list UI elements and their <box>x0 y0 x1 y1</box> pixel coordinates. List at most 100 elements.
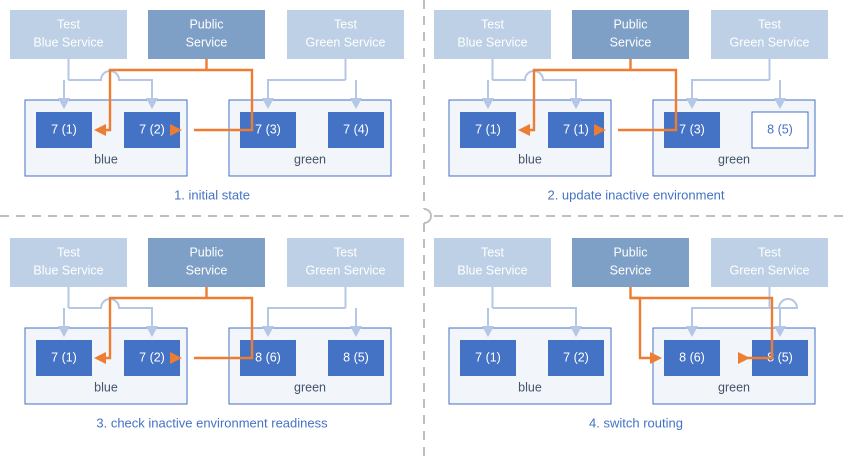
blue-connectors <box>482 287 799 337</box>
public-service-label-line2: Service <box>186 35 228 49</box>
test-blue-service-label-line2: Blue Service <box>457 263 527 277</box>
public-service-label-line1: Public <box>613 245 647 259</box>
test-green-service-box[interactable] <box>711 238 828 287</box>
pod-blue-1-box[interactable] <box>460 112 516 148</box>
arrow-orange <box>94 124 106 136</box>
blue-env-label: blue <box>94 380 118 394</box>
test-green-service-label-line1: Test <box>758 17 781 31</box>
pod-green-1[interactable]: 8 (6) <box>240 340 296 376</box>
orange-to-blue-pod2 <box>618 68 678 132</box>
test-green-service-box[interactable] <box>711 10 828 59</box>
test-blue-service-label-line2: Blue Service <box>33 263 103 277</box>
public-service-label-line2: Service <box>610 263 652 277</box>
orange-to-blue-pod1 <box>106 59 208 132</box>
orange-to-blue-pod1 <box>530 59 632 132</box>
green-env-label: green <box>718 380 750 394</box>
arrow-green-2 <box>774 98 786 109</box>
conn-blue-bus <box>492 307 577 326</box>
arrow-green-1 <box>686 98 698 109</box>
pod-blue-1[interactable]: 7 (1) <box>36 112 92 148</box>
pod-blue-2-box[interactable] <box>548 340 604 376</box>
pod-green-2[interactable]: 8 (5) <box>751 111 809 149</box>
pod-green-2-label: 8 (5) <box>767 350 793 364</box>
arrow-green-1 <box>262 98 274 109</box>
arrow-blue-2 <box>570 326 582 337</box>
blue-env-label: blue <box>518 152 542 166</box>
pod-blue-1[interactable]: 7 (1) <box>460 340 516 376</box>
test-green-service-box[interactable] <box>287 10 404 59</box>
panel-4-caption: 4. switch routing <box>589 415 683 430</box>
test-blue-service-box[interactable] <box>434 10 551 59</box>
orange-to-blue-pod2 <box>194 68 254 132</box>
pod-green-1-label: 8 (6) <box>255 350 281 364</box>
pod-blue-2[interactable]: 7 (2) <box>548 340 604 376</box>
pod-blue-2-label: 7 (2) <box>139 350 165 364</box>
test-green-service-box[interactable] <box>287 238 404 287</box>
pod-blue-1[interactable]: 7 (1) <box>460 112 516 148</box>
pod-green-2[interactable]: 8 (5) <box>328 340 384 376</box>
test-blue-service-box[interactable] <box>10 10 127 59</box>
pod-green-1-label: 7 (3) <box>679 122 705 136</box>
pod-green-1-box[interactable] <box>664 340 720 376</box>
pod-green-2-box[interactable] <box>328 340 384 376</box>
test-blue-service-label-line1: Test <box>481 17 504 31</box>
arrow-blue-1 <box>58 326 70 337</box>
public-service-box[interactable] <box>572 238 689 287</box>
pod-blue-1-label: 7 (1) <box>475 122 501 136</box>
arrow-orange <box>170 124 182 136</box>
test-green-service-label-line1: Test <box>758 245 781 259</box>
test-blue-service-label-line1: Test <box>57 245 80 259</box>
orange-connectors <box>629 287 774 364</box>
test-blue-service-box[interactable] <box>10 238 127 287</box>
panel-2-caption: 2. update inactive environment <box>547 187 724 202</box>
orange-connectors <box>518 59 678 136</box>
arrow-blue-2 <box>146 326 158 337</box>
blue-connectors <box>58 59 362 109</box>
pod-blue-1-box[interactable] <box>36 340 92 376</box>
pod-green-1[interactable]: 8 (6) <box>664 340 720 376</box>
public-service-box[interactable] <box>148 10 265 59</box>
arrow-green-1 <box>262 326 274 337</box>
pod-green-2-label: 8 (5) <box>767 122 793 136</box>
pod-green-2[interactable]: 7 (4) <box>328 112 384 148</box>
arrow-orange <box>94 352 106 364</box>
panel-1-caption: 1. initial state <box>174 187 250 202</box>
test-blue-service-label-line1: Test <box>481 245 504 259</box>
orange-to-blue-pod2 <box>194 296 254 360</box>
test-blue-service-label-line1: Test <box>57 17 80 31</box>
public-service-box[interactable] <box>572 10 689 59</box>
arrow-blue-1 <box>482 98 494 109</box>
orange-connectors <box>94 287 254 364</box>
pod-blue-2-label: 7 (2) <box>563 350 589 364</box>
test-green-service-label-line2: Green Service <box>306 35 386 49</box>
public-service-label-line1: Public <box>613 17 647 31</box>
public-service-box[interactable] <box>148 238 265 287</box>
pod-blue-1-box[interactable] <box>36 112 92 148</box>
test-blue-service-box[interactable] <box>434 238 551 287</box>
arrow-orange <box>738 352 750 364</box>
orange-to-blue-pod1 <box>106 287 208 360</box>
pod-blue-1[interactable]: 7 (1) <box>36 340 92 376</box>
pod-blue-1-label: 7 (1) <box>51 350 77 364</box>
pod-green-2-box[interactable] <box>751 111 809 149</box>
pod-green-2-box[interactable] <box>328 112 384 148</box>
test-green-service-label-line2: Green Service <box>306 263 386 277</box>
pod-blue-2-label: 7 (1) <box>563 122 589 136</box>
arrow-green-2 <box>350 326 362 337</box>
pod-blue-1-box[interactable] <box>460 340 516 376</box>
